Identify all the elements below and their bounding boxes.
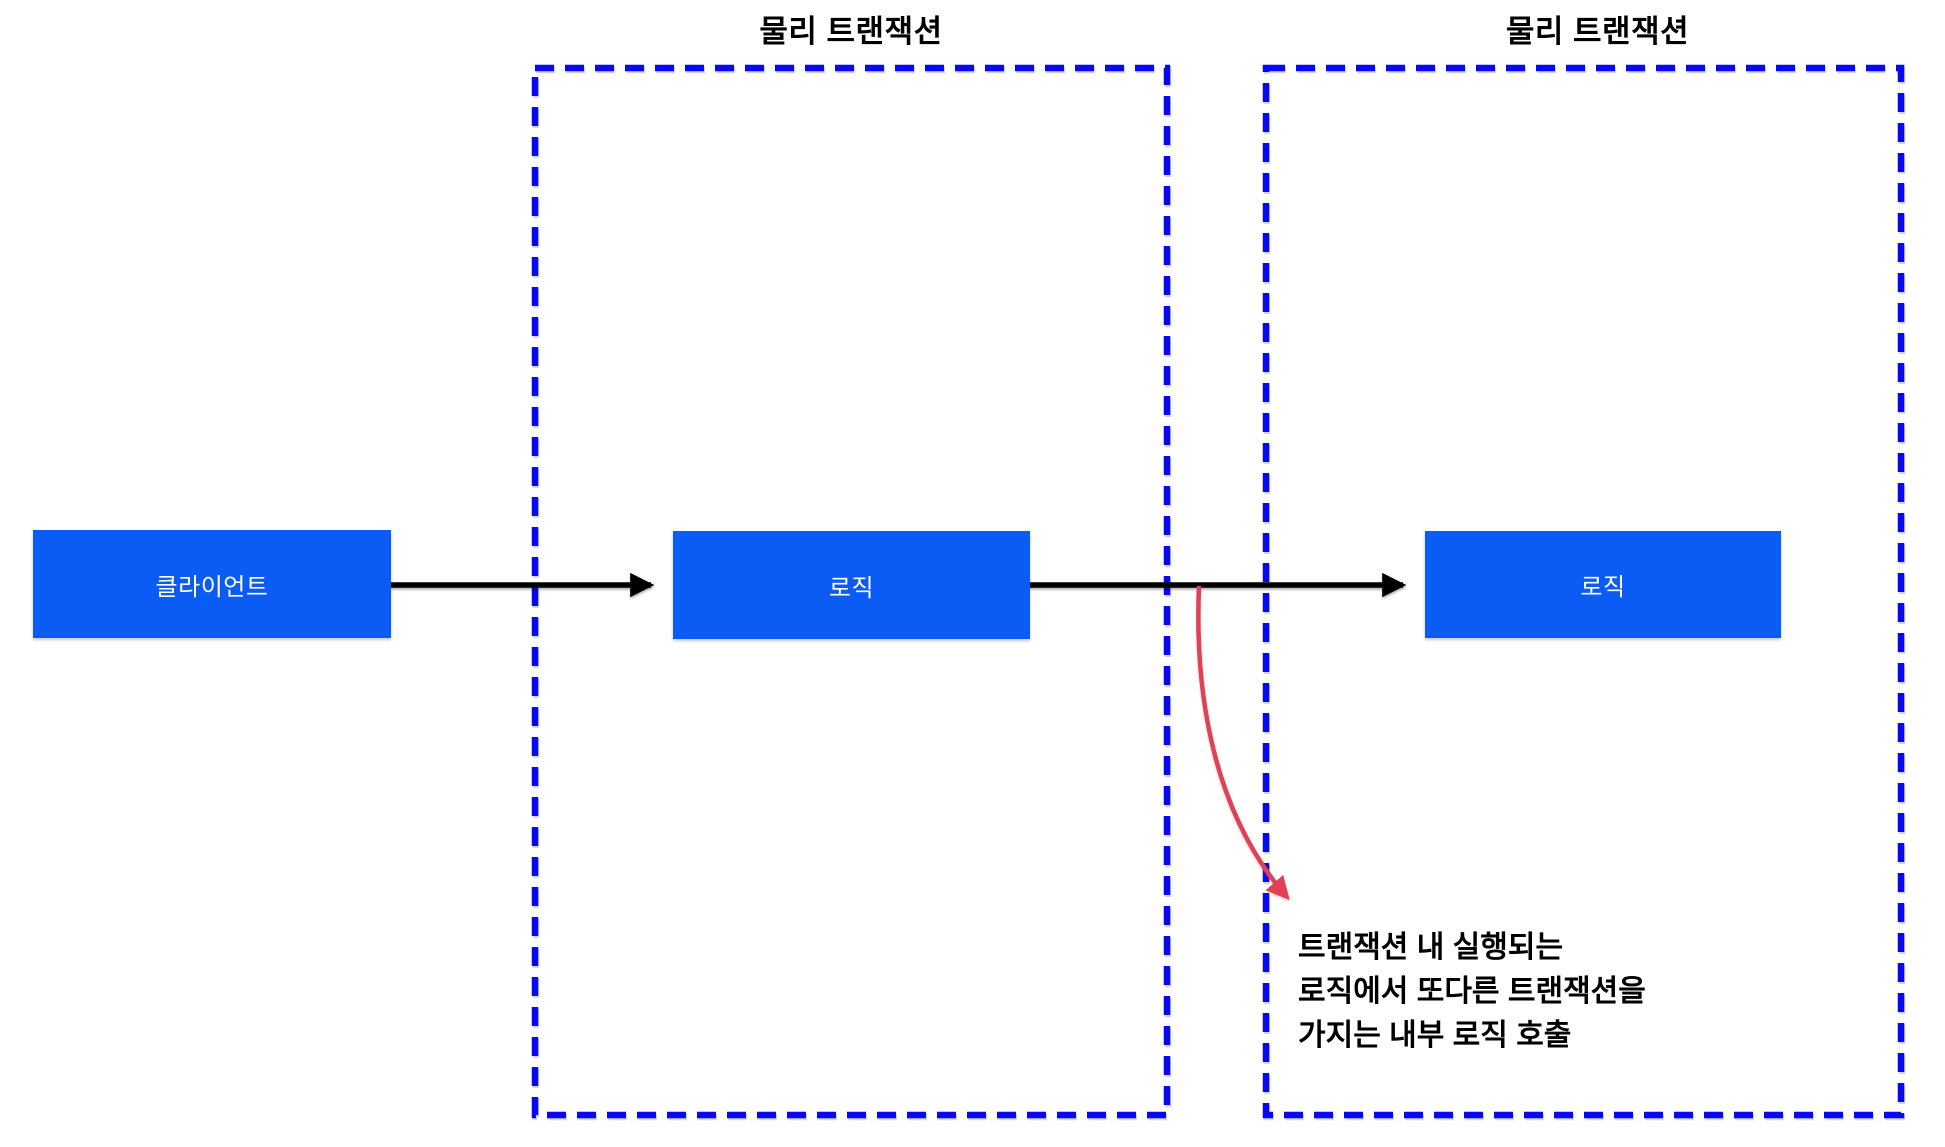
left-transaction-title: 물리 트랜잭션 — [759, 13, 943, 49]
client-node: 클라이언트 — [33, 530, 391, 638]
logic-node-inner: 로직 — [1425, 531, 1781, 638]
annotation-line: 로직에서 또다른 트랜잭션을 — [1298, 975, 1646, 1008]
annotation-line: 트랜잭션 내 실행되는 — [1298, 931, 1564, 964]
right-transaction-title: 물리 트랜잭션 — [1505, 13, 1690, 49]
callout-arrow — [1196, 585, 1290, 901]
annotation-text: 트랜잭션 내 실행되는 로직에서 또다른 트랜잭션을 가지는 내부 로직 호출 — [1298, 926, 1646, 1058]
transaction-boundary-right — [1262, 64, 1905, 1119]
annotation-line: 가지는 내부 로직 호출 — [1298, 1019, 1572, 1052]
transaction-boundary-left — [531, 64, 1171, 1119]
logic-node-outer: 로직 — [673, 531, 1030, 639]
